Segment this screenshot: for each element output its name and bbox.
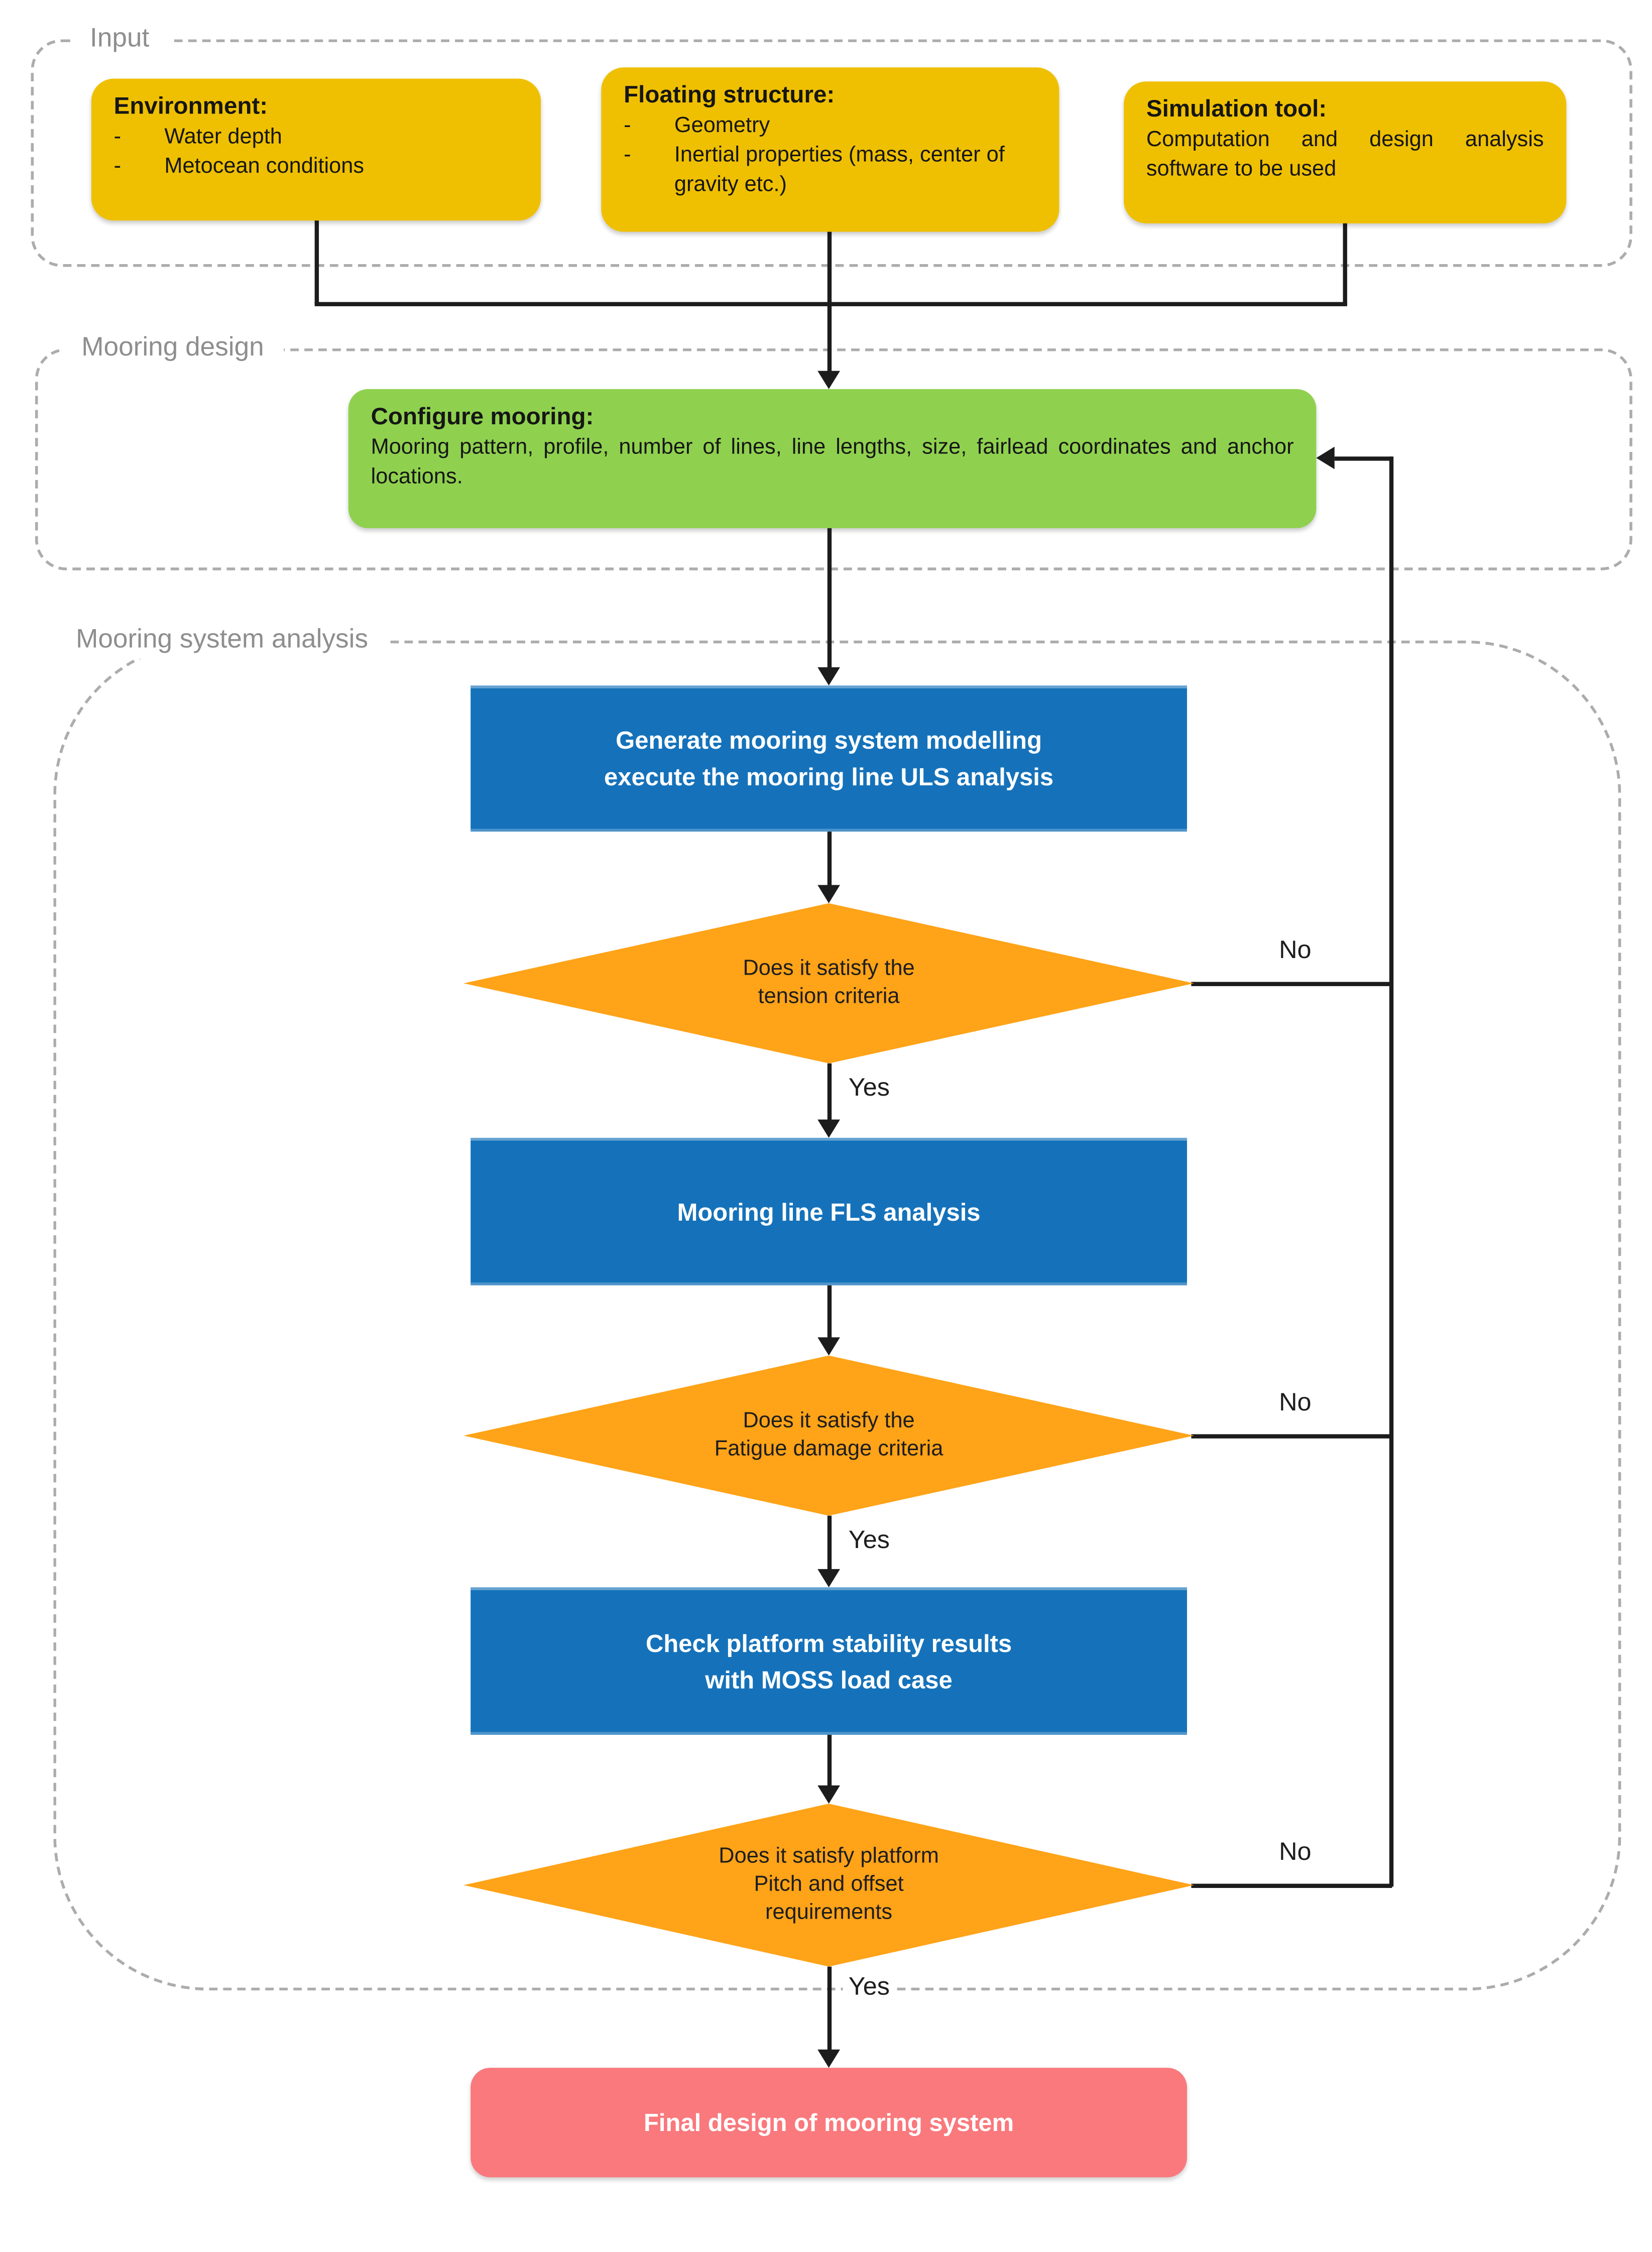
connector-decision3-to-final: [827, 1966, 831, 2051]
arrowhead-into-configure-left-icon: [1316, 446, 1335, 469]
arrowhead-into-final-icon: [817, 2049, 840, 2068]
box-configure-mooring-body: Mooring pattern, profile, number of line…: [371, 435, 1294, 489]
label-no-2: No: [1253, 1385, 1338, 1419]
bullet-marker: -: [113, 125, 122, 149]
box-simulation-tool-title: Simulation tool:: [1146, 95, 1327, 123]
section-mooring-system-analysis-label: Mooring system analysis: [56, 622, 388, 659]
box-floating-structure-title: Floating structure:: [624, 81, 835, 108]
environment-item-water-depth: - Water depth: [114, 122, 519, 152]
section-mooring-system-analysis-frame: [53, 640, 1621, 1991]
label-no-3: No: [1253, 1834, 1338, 1868]
floating-item-geometry: - Geometry: [624, 111, 1036, 141]
connector-environment-drop: [314, 219, 318, 305]
label-no-1: No: [1253, 932, 1338, 967]
connector-feedback-horizontal: [1334, 456, 1392, 461]
bullet-marker: -: [113, 154, 122, 179]
connector-decision2-to-stability: [827, 1515, 831, 1571]
process-box-platform-stability: Check platform stability results with MO…: [470, 1587, 1187, 1735]
arrowhead-into-decision3-icon: [817, 1785, 840, 1804]
connector-no3: [1191, 1883, 1392, 1888]
connector-stability-to-decision3: [827, 1735, 831, 1787]
connector-no2: [1191, 1434, 1392, 1439]
section-input-frame: [31, 39, 1632, 267]
arrowhead-into-decision2-icon: [817, 1337, 840, 1356]
box-environment: Environment: - Water depth - Metocean co…: [91, 78, 541, 221]
arrowhead-into-fls-icon: [817, 1119, 840, 1138]
section-mooring-design-frame: [35, 348, 1632, 570]
section-mooring-design-label: Mooring design: [62, 330, 284, 367]
bullet-marker: -: [624, 143, 631, 167]
connector-input-bus: [314, 302, 1347, 306]
connector-feedback-vertical: [1389, 456, 1394, 1887]
process-box-uls-analysis: Generate mooring system modelling execut…: [470, 685, 1187, 832]
connector-to-configure: [827, 230, 831, 373]
box-simulation-tool-body: Computation and design analysis software…: [1146, 128, 1544, 181]
arrowhead-into-stability-icon: [817, 1569, 840, 1588]
box-configure-mooring: Configure mooring: Mooring pattern, prof…: [348, 389, 1317, 528]
label-yes-2: Yes: [843, 1522, 896, 1557]
process-box-fls-analysis: Mooring line FLS analysis: [470, 1138, 1187, 1285]
environment-item-metocean: - Metocean conditions: [114, 152, 519, 181]
box-environment-title: Environment:: [113, 92, 268, 120]
arrowhead-into-configure-icon: [817, 371, 840, 389]
box-simulation-tool: Simulation tool: Computation and design …: [1124, 81, 1567, 223]
arrowhead-into-uls-icon: [817, 667, 840, 686]
box-configure-mooring-title: Configure mooring:: [371, 403, 594, 430]
bullet-marker: -: [624, 113, 631, 138]
floating-item-inertial: - Inertial properties (mass, center of g…: [624, 141, 1036, 199]
connector-fls-to-decision2: [827, 1285, 831, 1339]
section-input-label: Input: [70, 21, 169, 58]
label-yes-1: Yes: [843, 1070, 896, 1104]
label-yes-3: Yes: [843, 1969, 896, 2003]
connector-simulation-drop: [1343, 219, 1347, 305]
connector-decision1-to-fls: [827, 1063, 831, 1121]
connector-no1: [1191, 982, 1392, 986]
connector-configure-to-uls: [827, 528, 831, 669]
connector-uls-to-decision1: [827, 832, 831, 887]
box-floating-structure: Floating structure: - Geometry - Inertia…: [601, 67, 1059, 232]
box-final-design: Final design of mooring system: [470, 2068, 1187, 2178]
arrowhead-into-decision1-icon: [817, 885, 840, 903]
